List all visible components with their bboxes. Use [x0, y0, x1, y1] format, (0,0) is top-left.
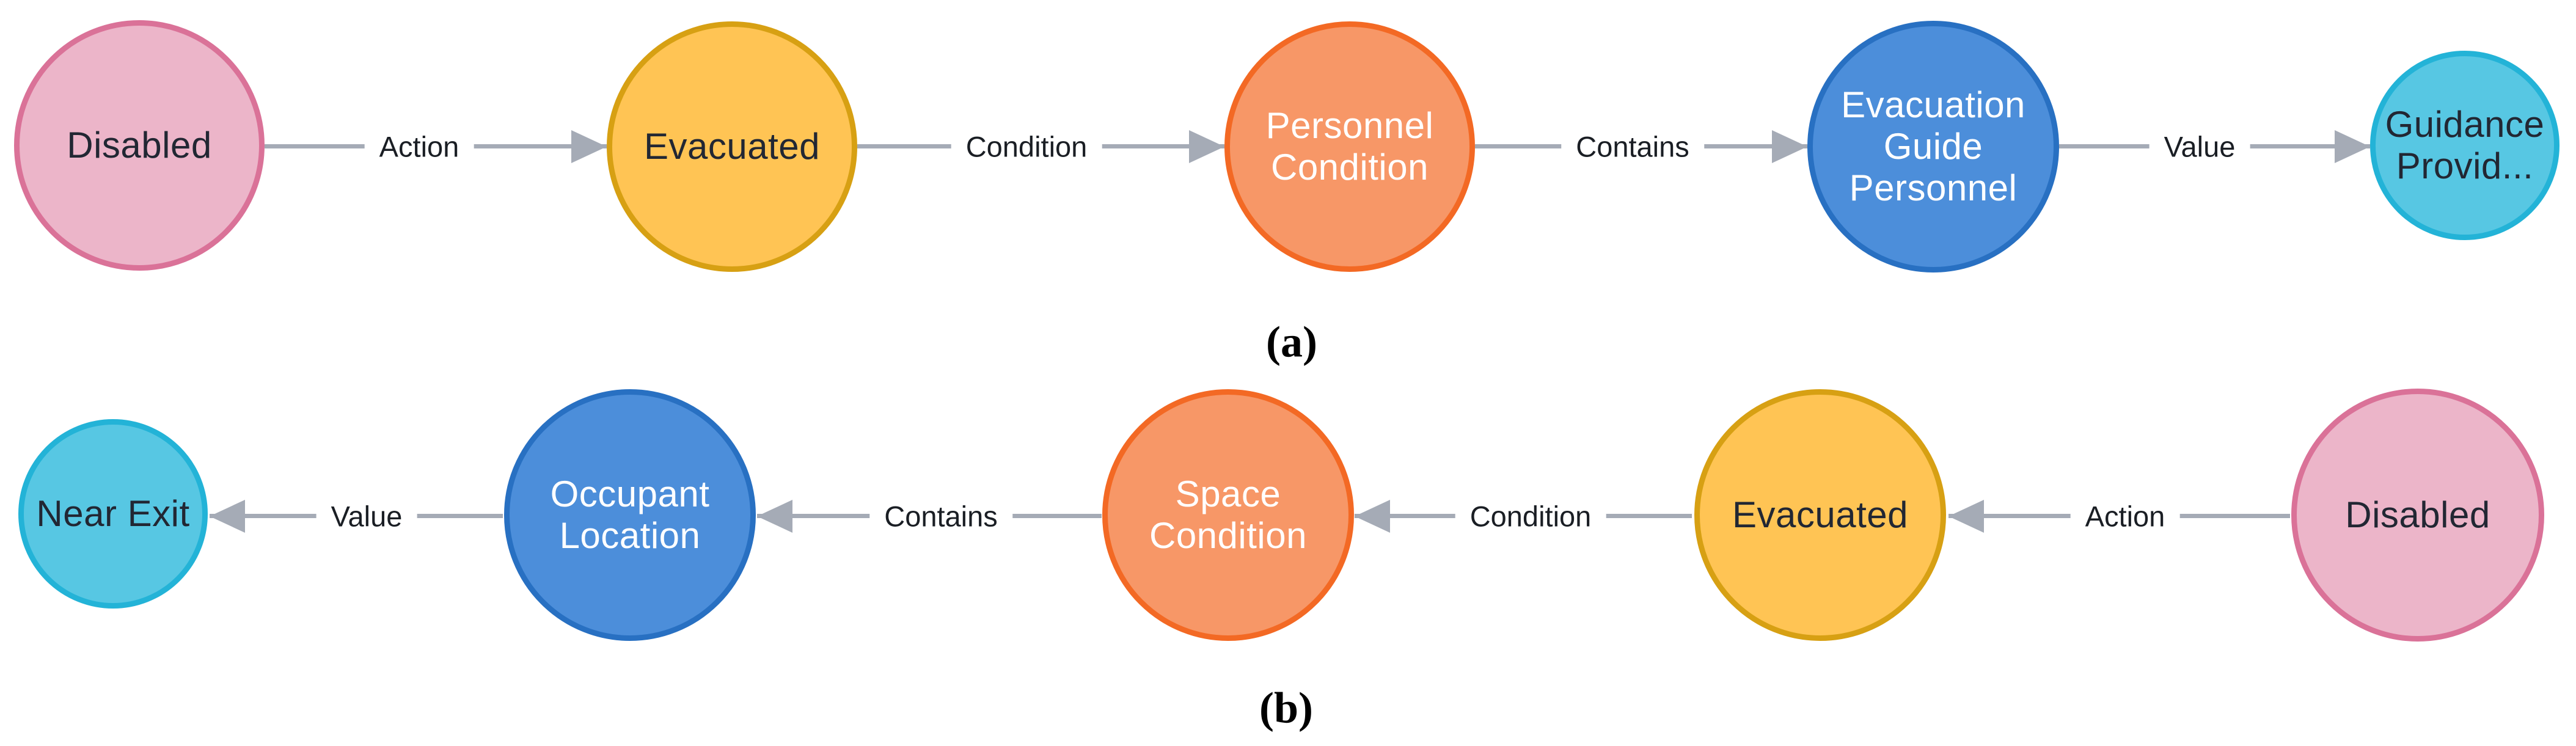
- node-label: Occupant Location: [550, 474, 710, 556]
- node-evacuated-a[interactable]: Evacuated: [607, 21, 857, 272]
- edge-label-action-b[interactable]: Action: [2070, 497, 2180, 536]
- arrowhead-left-icon: [1948, 500, 1984, 533]
- node-near-exit[interactable]: Near Exit: [18, 419, 208, 609]
- arrowhead-right-icon: [1189, 130, 1224, 163]
- arrowhead-left-icon: [1355, 500, 1390, 533]
- arrowhead-right-icon: [2335, 130, 2370, 163]
- arrowhead-right-icon: [571, 130, 607, 163]
- figure-caption-a: (a): [1266, 317, 1317, 367]
- node-label: Guidance Provid...: [2385, 104, 2545, 186]
- node-evacuated-b[interactable]: Evacuated: [1694, 389, 1946, 641]
- edge-label-action-a[interactable]: Action: [364, 127, 474, 166]
- node-occupant-location[interactable]: Occupant Location: [504, 389, 756, 641]
- figure-caption-b: (b): [1259, 683, 1313, 733]
- edge-label-condition-b[interactable]: Condition: [1455, 497, 1606, 536]
- node-space-condition[interactable]: Space Condition: [1102, 389, 1354, 641]
- node-evacuation-guide-personnel[interactable]: Evacuation Guide Personnel: [1807, 21, 2059, 272]
- edge-label-contains-a[interactable]: Contains: [1561, 127, 1704, 166]
- arrowhead-left-icon: [210, 500, 245, 533]
- edge-label-contains-b[interactable]: Contains: [869, 497, 1012, 536]
- edge-label-value-a[interactable]: Value: [2149, 127, 2250, 166]
- node-label: Disabled: [67, 125, 212, 166]
- arrowhead-left-icon: [757, 500, 792, 533]
- node-label: Near Exit: [36, 493, 190, 535]
- node-personnel-condition[interactable]: Personnel Condition: [1224, 21, 1475, 272]
- edge-label-value-b[interactable]: Value: [316, 497, 417, 536]
- node-disabled-b[interactable]: Disabled: [2291, 389, 2544, 642]
- node-label: Evacuated: [643, 126, 821, 167]
- node-label: Disabled: [2345, 494, 2490, 536]
- node-disabled-a[interactable]: Disabled: [14, 20, 265, 271]
- node-guidance-provided[interactable]: Guidance Provid...: [2370, 51, 2560, 240]
- edge-label-condition-a[interactable]: Condition: [951, 127, 1102, 166]
- node-label: Space Condition: [1149, 474, 1307, 556]
- node-label: Evacuation Guide Personnel: [1841, 84, 2025, 208]
- node-label: Personnel Condition: [1265, 105, 1434, 188]
- arrowhead-right-icon: [1772, 130, 1807, 163]
- node-label: Evacuated: [1732, 494, 1909, 536]
